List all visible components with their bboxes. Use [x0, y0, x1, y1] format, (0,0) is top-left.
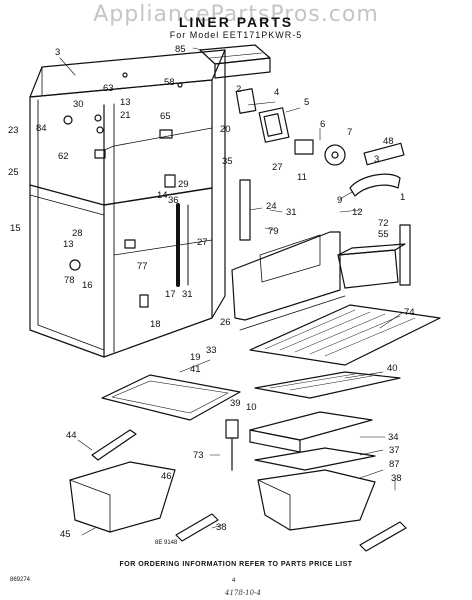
- callout-33: 33: [206, 345, 217, 356]
- callout-63: 63: [103, 83, 114, 94]
- ordering-footer: FOR ORDERING INFORMATION REFER TO PARTS …: [119, 561, 353, 568]
- callout-15: 15: [10, 223, 21, 234]
- callout-1: 1: [400, 192, 406, 203]
- part-87-drawer: [257, 469, 376, 531]
- small-parts-top-right: [235, 88, 405, 166]
- callout-5: 5: [304, 97, 310, 108]
- callout-45: 45: [60, 529, 71, 540]
- callout-26: 26: [220, 317, 231, 328]
- callout-44: 44: [66, 430, 77, 441]
- callout-48: 48: [383, 136, 394, 147]
- callout-72: 72: [378, 218, 389, 229]
- callout-27: 27: [272, 162, 283, 173]
- callout-31b: 31: [182, 289, 193, 300]
- part-12-panel: [231, 231, 346, 331]
- callout-40: 40: [387, 363, 398, 374]
- part-34-cover: [249, 411, 373, 453]
- callout-18: 18: [150, 319, 161, 330]
- callout-20: 20: [220, 124, 231, 135]
- callout-41: 41: [190, 364, 201, 375]
- callout-19: 19: [190, 352, 201, 363]
- diagram-title: LINER PARTS: [178, 14, 294, 30]
- callout-73: 73: [193, 450, 204, 461]
- callout-25: 25: [8, 167, 19, 178]
- callout-28: 28: [72, 228, 83, 239]
- document-code: 869274: [10, 577, 31, 583]
- figure-code: 8E 9148: [155, 540, 178, 546]
- part-55-bin: [337, 224, 411, 289]
- callout-37: 37: [389, 445, 400, 456]
- callout-35: 35: [222, 156, 233, 167]
- part-9-duct: [349, 173, 401, 197]
- handwritten-note: 4178-10-4: [225, 589, 261, 597]
- callout-6: 6: [320, 119, 326, 130]
- callout-3: 3: [55, 47, 61, 58]
- part-39-assembly: [225, 419, 239, 471]
- callout-24: 24: [266, 201, 277, 212]
- callout-13b: 13: [63, 239, 74, 250]
- callout-85: 85: [175, 44, 186, 55]
- callout-79: 79: [268, 226, 279, 237]
- callout-62: 62: [58, 151, 69, 162]
- part-24-channel: [239, 179, 251, 241]
- callout-77: 77: [137, 261, 148, 272]
- callout-3b: 3: [374, 154, 380, 165]
- part-74-shelf: [249, 304, 441, 366]
- part-45-drawer: [69, 461, 176, 533]
- callout-39: 39: [230, 398, 241, 409]
- part-85-tray: [199, 44, 271, 79]
- callout-10: 10: [246, 402, 257, 413]
- part-40-shelf: [254, 371, 401, 399]
- callout-38b: 38: [216, 522, 227, 533]
- callout-27b: 27: [197, 237, 208, 248]
- callout-31: 31: [286, 207, 297, 218]
- leader-lines: [59, 47, 403, 536]
- callout-17: 17: [165, 289, 176, 300]
- callout-7: 7: [347, 127, 353, 138]
- rails: [91, 429, 407, 552]
- model-line: For Model EET171PKWR-5: [169, 30, 303, 40]
- callout-23: 23: [8, 125, 19, 136]
- cabinet-liner: [29, 49, 226, 358]
- callout-9: 9: [337, 195, 343, 206]
- callout-78: 78: [64, 275, 75, 286]
- callout-34: 34: [388, 432, 399, 443]
- callout-4: 4: [274, 87, 280, 98]
- callout-12: 12: [352, 207, 363, 218]
- callout-29: 29: [178, 179, 189, 190]
- callout-87: 87: [389, 459, 400, 470]
- callout-65: 65: [160, 111, 171, 122]
- callout-21: 21: [120, 110, 131, 121]
- callout-84: 84: [36, 123, 47, 134]
- callout-74: 74: [404, 307, 415, 318]
- callout-36: 36: [168, 195, 179, 206]
- callout-16: 16: [82, 280, 93, 291]
- callout-38: 38: [391, 473, 402, 484]
- page-number: 4: [232, 578, 236, 584]
- part-41-shelf: [101, 374, 241, 421]
- callout-14: 14: [157, 190, 168, 201]
- callout-58: 58: [164, 77, 175, 88]
- callout-30: 30: [73, 99, 84, 110]
- part-37-frame: [254, 447, 376, 471]
- callout-2: 2: [236, 84, 242, 95]
- callout-55: 55: [378, 229, 389, 240]
- callout-11: 11: [297, 172, 307, 183]
- callout-13: 13: [120, 97, 131, 108]
- callout-46: 46: [161, 471, 172, 482]
